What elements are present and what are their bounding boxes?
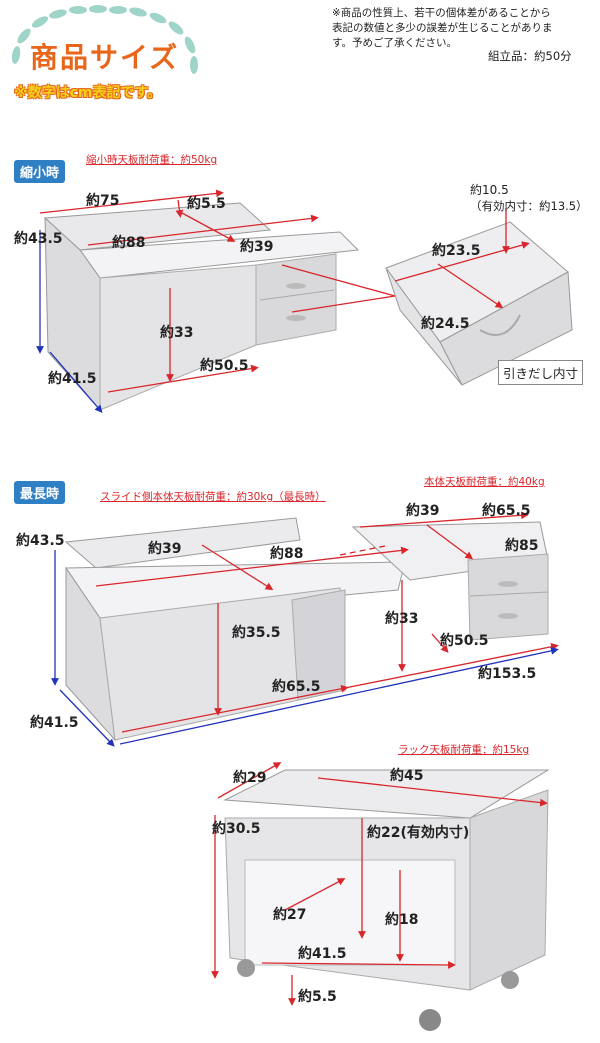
dim-rack-h22: 約22(有効内寸) <box>367 825 470 841</box>
page-subtitle: ※数字はcm表記です。 <box>14 85 162 101</box>
dim-extended-w88: 約88 <box>270 546 304 562</box>
dim-compact-d5-5: 約5.5 <box>187 196 226 212</box>
drawer-caption: 引きだし内寸 <box>498 360 584 385</box>
extended-badge: 最長時 <box>14 481 66 504</box>
compact-load-note: 縮小時天板耐荷重：約50kg <box>86 154 218 166</box>
dim-compact-h43-5: 約43.5 <box>14 231 63 247</box>
rack-load-note: ラック天板耐荷重：約15kg <box>398 744 530 756</box>
dim-extended-h33: 約33 <box>385 611 419 627</box>
dim-compact-w88: 約88 <box>112 235 146 251</box>
page-title: 商品サイズ <box>30 41 180 74</box>
dim-rack-w41-5: 約41.5 <box>298 946 347 962</box>
dim-compact-d50-5: 約50.5 <box>200 358 249 374</box>
dim-drawer-d24-5: 約24.5 <box>421 316 470 332</box>
extended-slide-load-note: スライド側本体天板耐荷重：約30kg（最長時） <box>100 491 326 503</box>
notice-line-1: ※商品の性質上、若干の個体差があることから <box>332 7 551 19</box>
dim-extended-w153-5: 約153.5 <box>478 666 537 682</box>
dim-extended-d65-5a: 約65.5 <box>482 503 531 519</box>
dim-compact-w75: 約75 <box>86 193 120 209</box>
notice-line-2: 表記の数値と多少の誤差が生じることがありま <box>332 22 553 34</box>
dim-rack-h18: 約18 <box>385 912 419 928</box>
laurel-decoration <box>11 5 198 74</box>
dim-extended-d50-5: 約50.5 <box>440 633 489 649</box>
rack-drawing <box>223 769 550 1031</box>
dim-extended-h35-5: 約35.5 <box>232 625 281 641</box>
extended-main-load-note: 本体天板耐荷重：約40kg <box>424 476 545 488</box>
dim-drawer-inner: （有効内寸：約13.5） <box>470 199 588 213</box>
dim-rack-d27: 約27 <box>273 907 307 923</box>
dim-rack-h5-5: 約5.5 <box>298 989 337 1005</box>
header-logo: 商品サイズ ※数字はcm表記です。 <box>0 0 210 115</box>
dim-rack-w45: 約45 <box>390 768 424 784</box>
drawer-drawing <box>385 221 573 386</box>
dim-drawer-d23-5: 約23.5 <box>432 243 481 259</box>
notice-text: ※商品の性質上、若干の個体差があることから 表記の数値と多少の誤差が生じることが… <box>332 6 553 51</box>
dim-rack-h30-5: 約30.5 <box>212 821 261 837</box>
dim-compact-d39: 約39 <box>240 239 274 255</box>
dim-extended-d65-5b: 約65.5 <box>272 679 321 695</box>
dim-drawer-d10-5: 約10.5 <box>470 183 509 197</box>
dim-rack-w29: 約29 <box>233 770 267 786</box>
assembly-time: 組立品：約50分 <box>488 49 572 63</box>
notice-line-3: す。予めご了承ください。 <box>332 37 457 49</box>
dim-extended-d41-5: 約41.5 <box>30 715 79 731</box>
dim-compact-h33: 約33 <box>160 325 194 341</box>
dim-extended-d39a: 約39 <box>148 541 182 557</box>
dim-extended-d85: 約85 <box>505 538 539 554</box>
dim-extended-h43-5: 約43.5 <box>16 533 65 549</box>
compact-badge: 縮小時 <box>14 160 66 183</box>
extended-desk-drawing <box>64 517 549 742</box>
dim-extended-d39b: 約39 <box>406 503 440 519</box>
dim-compact-d41-5: 約41.5 <box>48 371 97 387</box>
